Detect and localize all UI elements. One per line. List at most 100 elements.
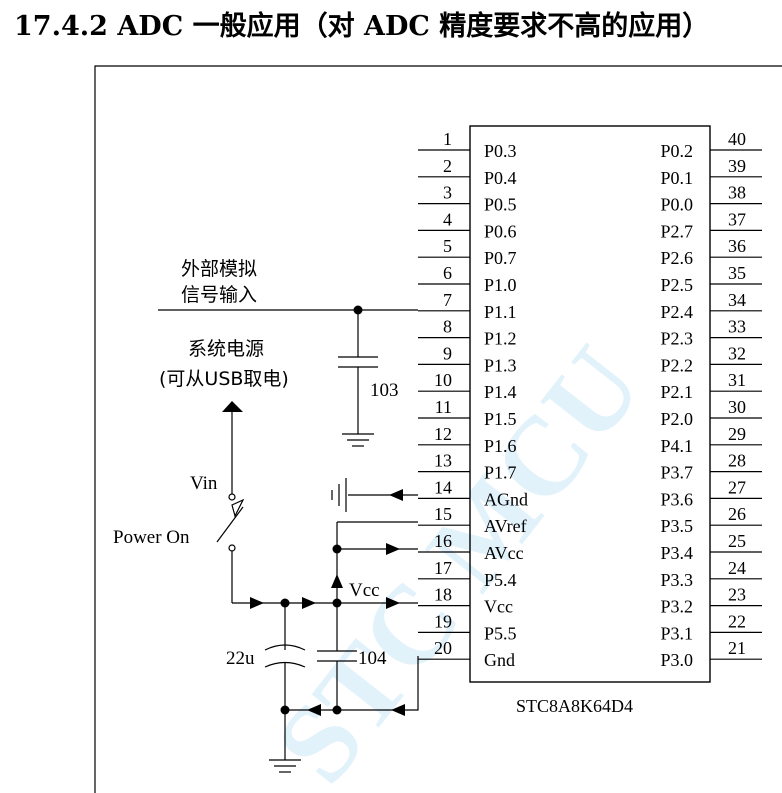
pin-number: 15 [434,504,452,524]
pin-name: P3.1 [660,623,693,643]
gnd-junction-dot-1 [332,705,342,715]
pin-number: 17 [434,558,452,578]
pin-number: 12 [434,424,452,444]
left-pin: 8P1.2 [418,317,517,349]
left-pin: 6P1.0 [418,263,517,295]
pin-number: 19 [434,611,452,631]
pin-name: P3.7 [660,463,693,483]
pin-name: P0.6 [484,221,517,241]
vin-label: Vin [190,473,218,494]
pin-number: 35 [728,263,746,283]
pin-number: 3 [443,183,452,203]
avcc-arrow-icon [386,543,400,555]
pin-number: 21 [728,638,746,658]
ground-symbol-filter [342,433,374,447]
pin-name: P3.5 [660,516,693,536]
pin-number: 24 [728,558,746,578]
pin-name: P2.3 [660,329,693,349]
gnd-junction-dot-2 [280,705,290,715]
pin-name: P1.0 [484,275,517,295]
pin-name: AVcc [484,543,524,563]
pin-number: 6 [443,263,452,283]
pin-number: 11 [435,397,452,417]
pin-number: 5 [443,236,452,256]
pin-name: P0.2 [660,141,693,161]
switch-bottom-contact [228,544,236,552]
pin-name: P2.1 [660,382,693,402]
pin-name: P2.4 [660,302,693,322]
pin-name: P0.0 [660,195,693,215]
pin-number: 20 [434,638,452,658]
pin-name: P0.1 [660,168,693,188]
pin-number: 29 [728,424,746,444]
vcc-arrow-3-icon [386,597,400,609]
stc-watermark: STC MCU [252,325,666,793]
pin-number: 27 [728,477,746,497]
pin-name: AVref [484,516,527,536]
supply-label-line2: (可从USB取电) [159,368,289,390]
section-heading: 17.4.2 ADC 一般应用（对 ADC 精度要求不高的应用） [14,11,710,42]
pin-number: 14 [434,477,452,497]
watermark-text: STC MCU [252,325,666,793]
pin-name: AGnd [484,489,528,509]
left-pin: 9P1.3 [418,343,517,375]
switch-top-contact [228,493,236,501]
pin-name: P3.0 [660,650,693,670]
pin-name: P2.5 [660,275,693,295]
pin-name: P1.2 [484,329,517,349]
pin-number: 1 [443,129,452,149]
pin-name: P2.6 [660,248,693,268]
pin-number: 28 [728,451,746,471]
pin-number: 26 [728,504,746,524]
pin-name: P0.5 [484,195,517,215]
left-pin-group: 1P0.32P0.43P0.54P0.65P0.76P1.07P1.18P1.2… [418,129,528,670]
power-on-label: Power On [113,527,190,548]
pin-name: Vcc [484,597,513,617]
pin-name: P1.1 [484,302,517,322]
pin-number: 8 [443,317,452,337]
left-pin: 3P0.5 [418,183,517,215]
pin-name: P2.0 [660,409,693,429]
pin-number: 4 [443,209,452,229]
left-pin: 5P0.7 [418,236,517,268]
pin-name: P3.2 [660,597,693,617]
ground-symbol-agnd [331,478,347,512]
supply-arrow-icon [222,401,243,412]
chip-body [469,125,711,683]
pin-number: 39 [728,156,746,176]
bulk-capacitor [264,644,306,668]
gnd-arrow-2-icon [307,704,321,716]
pin-name: P3.3 [660,570,693,590]
pin-name: P1.7 [484,463,517,483]
pin-number: 31 [728,370,746,390]
pin-name: P5.4 [484,570,517,590]
signal-label-line1: 外部模拟 [181,258,257,280]
pin-number: 40 [728,129,746,149]
pin-number: 22 [728,611,746,631]
pin-number: 18 [434,585,452,605]
pin-number: 23 [728,585,746,605]
agnd-arrow-icon [389,489,403,501]
filter-cap-label: 103 [370,380,399,401]
